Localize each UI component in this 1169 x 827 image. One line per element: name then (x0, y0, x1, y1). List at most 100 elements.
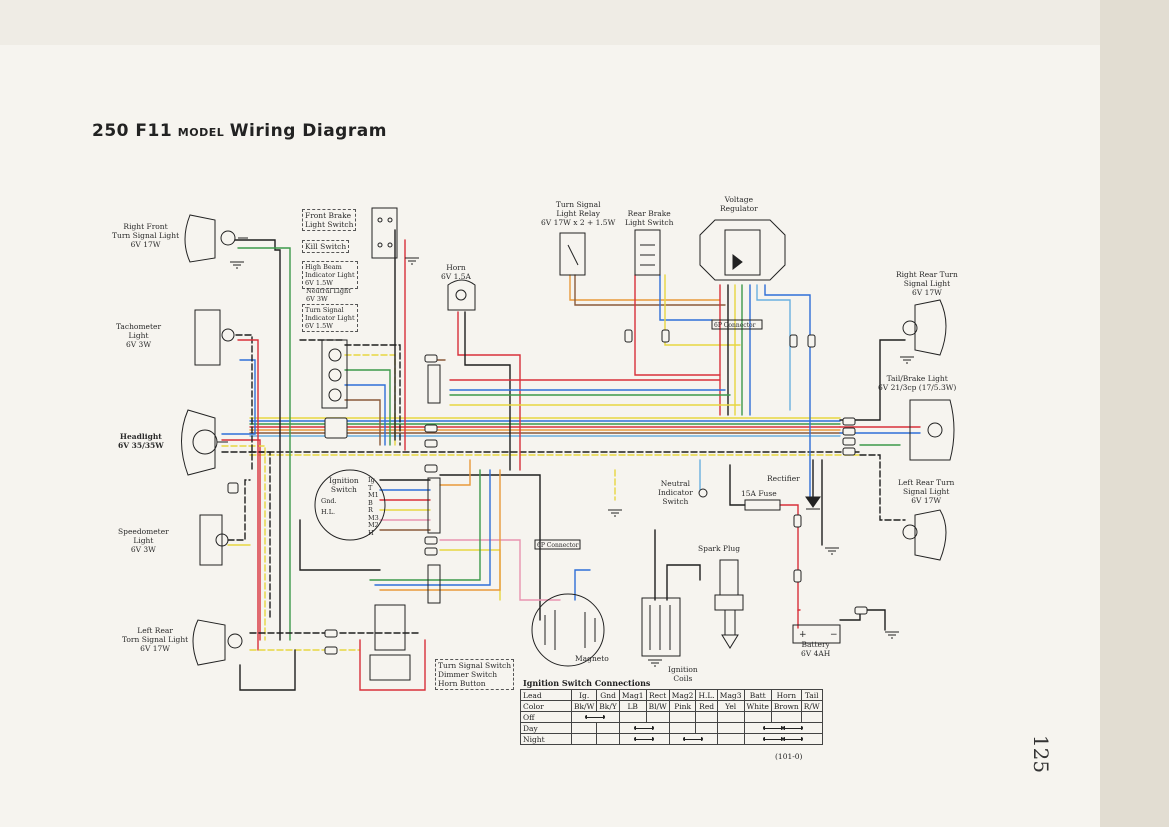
table-row-night: Night (520, 733, 823, 745)
ign-terminal-t: T (368, 483, 373, 492)
color-ig: Bk/W (570, 700, 598, 712)
tail-brake-lamp-icon (909, 399, 955, 461)
spark-plug-icon (714, 559, 744, 649)
color-mag2: Pink (668, 700, 697, 712)
night-link-mag2-hl (668, 733, 718, 745)
label-magneto: Magneto (575, 654, 609, 663)
lead-mag2: Mag2 (668, 689, 697, 701)
left-rear-turn-lamp-icon-right (902, 509, 947, 561)
table-cell (770, 711, 802, 723)
connection-mark (783, 736, 804, 742)
label-spark-plug: Spark Plug (698, 544, 741, 553)
neutral-switch-icon (698, 488, 708, 498)
ground-symbols-icon (230, 257, 914, 667)
lead-mag3: Mag3 (716, 689, 745, 701)
fuse-icon (744, 499, 781, 511)
speedometer-lamp-icon (199, 514, 229, 566)
connector-6p-top-icon (711, 319, 763, 330)
table-reference: (101-0) (775, 752, 803, 761)
main-harness (249, 417, 861, 456)
voltage-regulator-icon (699, 219, 786, 281)
ign-terminal-m1: M1 (368, 491, 379, 499)
table-row-day: Day (520, 722, 823, 734)
table-header-lead: Lead (520, 689, 572, 701)
table-cell (800, 711, 823, 723)
ignition-switch-icon (314, 469, 386, 541)
color-hl: Red (695, 700, 718, 712)
tachometer-lamp-icon (194, 309, 235, 366)
speedometer-wires (227, 479, 251, 546)
connection-mark (634, 736, 655, 742)
ign-terminal-hl: H.L. (321, 508, 336, 516)
table-cell (618, 711, 647, 723)
color-mag1: LB (618, 700, 647, 712)
horn-wires (429, 311, 521, 471)
day-link-mag1-rect (618, 722, 670, 734)
lead-rect: Rect (645, 689, 670, 701)
position-day: Day (520, 722, 572, 734)
title-model: MODEL (177, 126, 225, 139)
connector-6p-mid-icon (534, 539, 581, 550)
night-link-batt-horn-tail (743, 733, 823, 745)
indicator-column-wires (299, 229, 406, 451)
table-cell (716, 733, 745, 745)
lead-hl: H.L. (695, 689, 718, 701)
table-cell (668, 722, 697, 734)
indicator-lamps-icon (321, 339, 348, 409)
headlight-icon (181, 409, 228, 476)
ign-terminal-r: R (368, 506, 373, 514)
svg-text:−: − (830, 630, 838, 640)
ignition-coil-wires (574, 529, 701, 601)
color-mag3: Yel (716, 700, 745, 712)
night-link-mag1-rect (618, 733, 670, 745)
connection-mark (763, 725, 784, 731)
table-cell (570, 733, 598, 745)
table-cell (716, 722, 745, 734)
front-turn-wires (234, 239, 291, 651)
label-rectifier: Rectifier (767, 474, 800, 483)
table-cell (743, 711, 772, 723)
ignition-connections-table: Lead Ig. Gnd Mag1 Rect Mag2 H.L. Mag3 Ba… (520, 689, 823, 745)
table-cell (695, 722, 718, 734)
lead-tail: Tail (800, 689, 823, 701)
rectifier-diode-icon (805, 496, 821, 510)
handlebar-switch-wires (239, 469, 501, 691)
battery-icon: + − (792, 624, 841, 644)
relay-regulator-wires (449, 274, 811, 501)
diagram-title: 250 F11 MODEL Wiring Diagram (92, 121, 387, 141)
lead-horn: Horn (770, 689, 802, 701)
day-link-batt-horn-tail (743, 722, 823, 734)
position-night: Night (520, 733, 572, 745)
ignition-table-title: Ignition Switch Connections (523, 678, 651, 688)
ign-terminal-ig: Ig (368, 476, 375, 484)
color-batt: White (743, 700, 772, 712)
ign-terminal-m3: M3 (368, 513, 379, 522)
lead-gnd: Gnd (596, 689, 620, 701)
connection-mark (763, 736, 784, 742)
label-6p-connector-mid: 6P Connector (537, 542, 579, 549)
neutral-wires (614, 459, 701, 501)
headlight-wires (221, 359, 271, 641)
title-name: Wiring Diagram (229, 121, 387, 141)
handlebar-switch-icon (369, 604, 411, 681)
ign-terminal-h: H (368, 528, 374, 537)
front-brake-switch-icon (371, 207, 398, 259)
table-row-lead: Lead Ig. Gnd Mag1 Rect Mag2 H.L. Mag3 Ba… (520, 689, 823, 701)
lead-mag1: Mag1 (618, 689, 647, 701)
